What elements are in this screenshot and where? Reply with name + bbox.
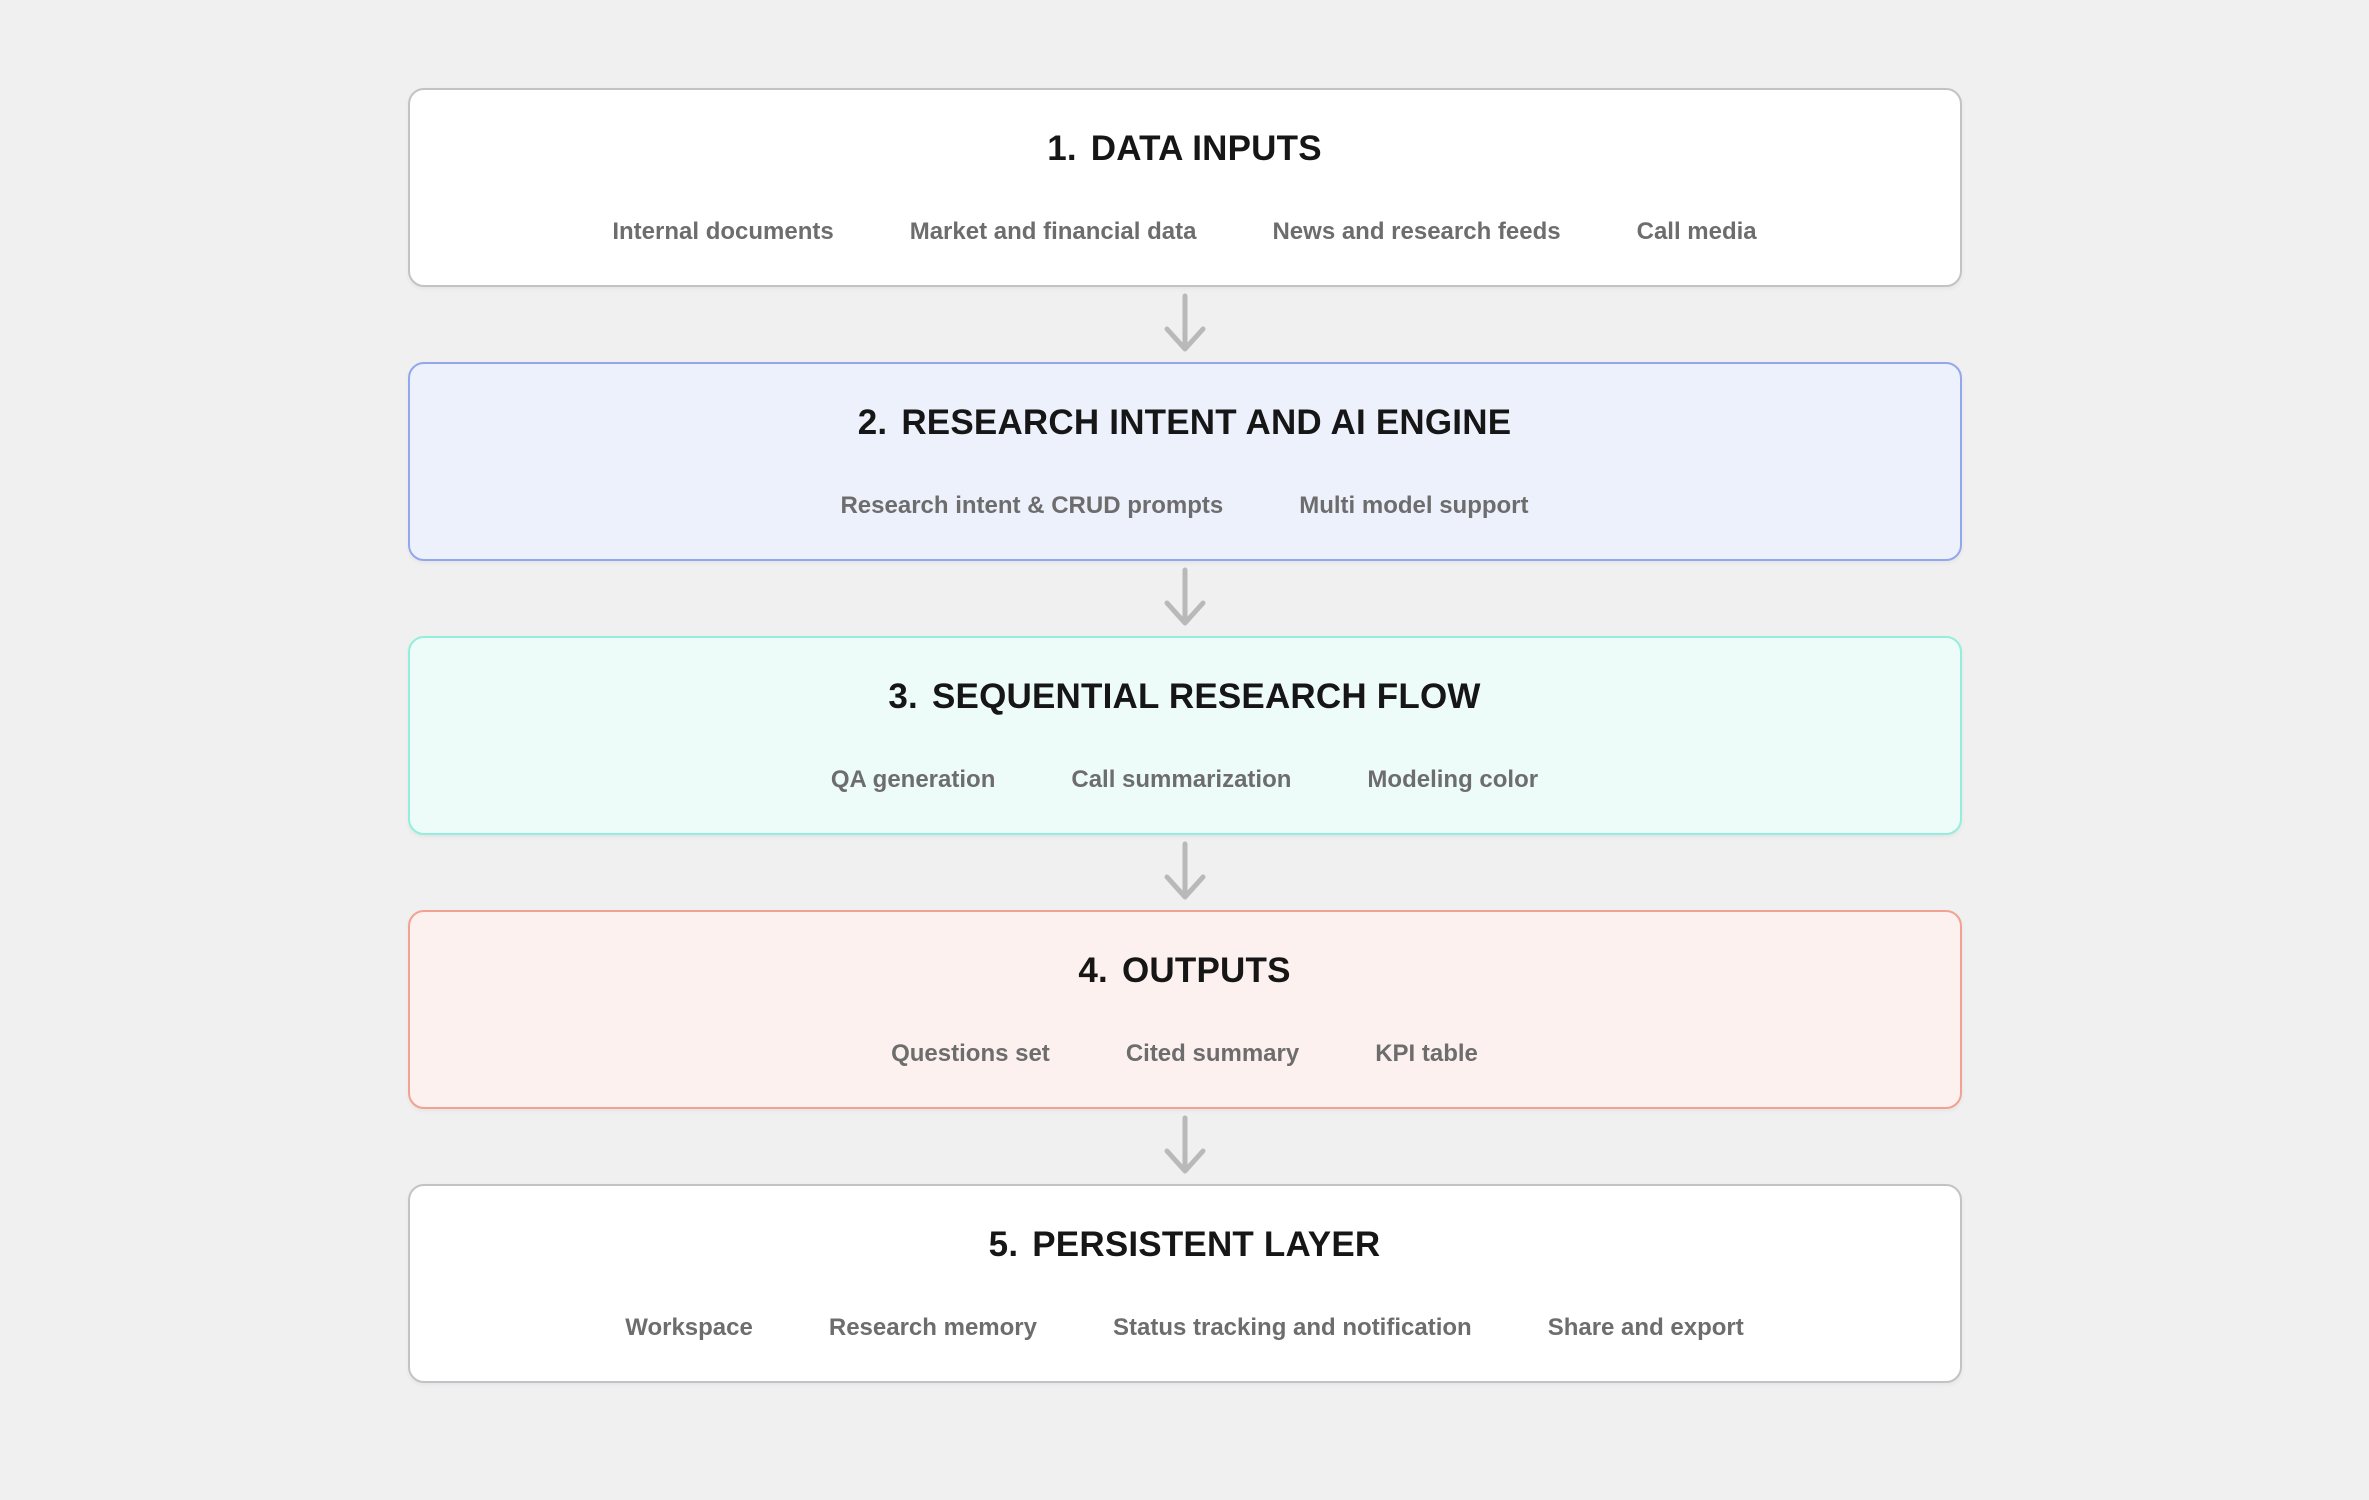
flow-connector <box>408 835 1962 910</box>
stage-outputs: 4. OUTPUTS Questions set Cited summary KP… <box>407 910 1962 1109</box>
stage-item: Research intent & CRUD prompts <box>840 492 1224 520</box>
stage-title-text: PERSISTENT LAYER <box>1032 1224 1381 1264</box>
stage-research-intent-ai-engine: 2. RESEARCH INTENT AND AI ENGINE Research… <box>407 362 1962 561</box>
stage-title-text: SEQUENTIAL RESEARCH FLOW <box>931 676 1481 716</box>
stage-title: 2. RESEARCH INTENT AND AI ENGINE <box>858 403 1512 443</box>
stage-items: Research intent & CRUD prompts Multi mod… <box>840 492 1528 520</box>
stage-items: Workspace Research memory Status trackin… <box>625 1314 1744 1342</box>
stage-items: Internal documents Market and financial … <box>612 218 1756 246</box>
stage-sequential-research-flow: 3. SEQUENTIAL RESEARCH FLOW QA generation… <box>407 636 1962 835</box>
stage-items: QA generation Call summarization Modelin… <box>831 766 1538 794</box>
stage-number: 3. <box>888 676 918 716</box>
stage-item: Workspace <box>625 1314 753 1342</box>
down-arrow-icon <box>1164 1115 1205 1173</box>
stage-title-text: OUTPUTS <box>1121 950 1291 990</box>
stage-item: Internal documents <box>612 218 834 246</box>
flow-connector <box>408 287 1962 362</box>
stage-number: 1. <box>1047 128 1077 168</box>
stage-item: QA generation <box>830 766 996 794</box>
stage-item: Modeling color <box>1367 766 1539 794</box>
stage-items: Questions set Cited summary KPI table <box>891 1040 1478 1068</box>
stage-persistent-layer: 5. PERSISTENT LAYER Workspace Research me… <box>407 1184 1962 1383</box>
stage-number: 2. <box>857 402 888 442</box>
stage-item: Multi model support <box>1299 492 1529 520</box>
flow-connector <box>408 561 1962 636</box>
down-arrow-icon <box>1164 567 1205 625</box>
stage-number: 4. <box>1078 950 1108 990</box>
down-arrow-icon <box>1164 293 1205 351</box>
stage-item: Call summarization <box>1071 766 1292 794</box>
stage-title: 3. SEQUENTIAL RESEARCH FLOW <box>888 677 1480 717</box>
stage-item: Share and export <box>1547 1314 1744 1342</box>
stage-item: Research memory <box>828 1314 1037 1342</box>
stage-title: 4. OUTPUTS <box>1078 951 1290 991</box>
stage-item: Status tracking and notification <box>1112 1314 1472 1342</box>
stage-data-inputs: 1. DATA INPUTS Internal documents Market … <box>407 88 1962 287</box>
down-arrow-icon <box>1164 841 1205 899</box>
stage-title: 5. PERSISTENT LAYER <box>989 1225 1381 1265</box>
flow-connector <box>408 1109 1962 1184</box>
flow-diagram: 1. DATA INPUTS Internal documents Market … <box>407 88 1962 1383</box>
stage-item: KPI table <box>1375 1040 1478 1068</box>
stage-item: Questions set <box>891 1040 1050 1068</box>
stage-title-text: RESEARCH INTENT AND AI ENGINE <box>901 402 1512 442</box>
stage-number: 5. <box>988 1224 1019 1264</box>
stage-title-text: DATA INPUTS <box>1090 128 1322 168</box>
stage-item: News and research feeds <box>1272 218 1561 246</box>
stage-item: Cited summary <box>1125 1040 1300 1068</box>
stage-item: Market and financial data <box>909 218 1197 246</box>
stage-item: Call media <box>1636 218 1757 246</box>
stage-title: 1. DATA INPUTS <box>1047 129 1322 169</box>
